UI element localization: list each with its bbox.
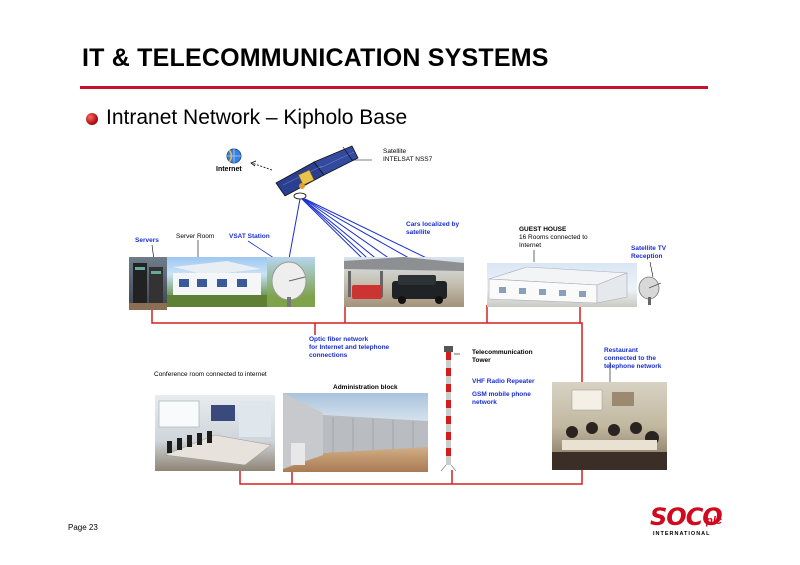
guesthouse-label-line2: 16 Rooms connected to: [519, 234, 588, 241]
logo-wordmark: SOCO: [650, 503, 723, 531]
vsat-station-photo: [267, 257, 315, 307]
satellite-model-label: INTELSAT NSS7: [383, 156, 433, 163]
administration-block-label: Administration block: [333, 384, 398, 391]
server-room-label: Server Room: [176, 233, 215, 240]
restaurant-photo: [552, 382, 667, 470]
servers-label: Servers: [135, 237, 159, 244]
guesthouse-photo: [487, 263, 637, 307]
satellite-label: Satellite: [383, 148, 407, 155]
page-title: IT & TELECOMMUNICATION SYSTEMS: [82, 44, 549, 72]
servers-photo: [129, 257, 167, 310]
internet-label: Internet: [216, 166, 242, 173]
fiber-label-line2: for Internet and telephone: [309, 344, 390, 351]
guesthouse-label-line1: GUEST HOUSE: [519, 226, 567, 233]
conference-room-label: Conference room connected to internet: [154, 371, 267, 378]
satellite-tv-label-line2: Reception: [631, 253, 663, 260]
server-room-photo: [167, 257, 267, 307]
logo-international: INTERNATIONAL: [653, 531, 711, 537]
cars-photo: [344, 257, 464, 307]
fiber-label-line1: Optic fiber network: [309, 336, 369, 343]
guesthouse-label-line3: Internet: [519, 242, 542, 249]
administration-block-photo: [283, 393, 428, 472]
restaurant-label-line2: connected to the: [604, 355, 657, 362]
vhf-repeater-label: VHF Radio Repeater: [472, 378, 535, 385]
internet-link-arrow: [250, 160, 273, 171]
bullet-icon: [86, 113, 98, 125]
satellite-tv-dish-photo: [637, 275, 665, 305]
cars-label-line1: Cars localized by: [406, 221, 460, 228]
title-underline: [80, 86, 708, 89]
soco-logo: SOCO plc INTERNATIONAL: [650, 503, 732, 539]
telecom-tower-label-line1: Telecommunication: [472, 349, 533, 356]
internet-globe-icon: [226, 148, 242, 164]
restaurant-label-line1: Restaurant: [604, 347, 638, 354]
telecom-tower-label-line2: Tower: [472, 357, 491, 364]
restaurant-label-line3: telephone network: [604, 363, 662, 370]
page-number: Page 23: [68, 523, 98, 532]
gsm-network-label-line2: network: [472, 399, 497, 406]
fiber-network-lines: [151, 305, 583, 485]
telecom-tower-icon: [440, 346, 457, 472]
conference-room-photo: [155, 395, 275, 471]
fiber-label-line3: connections: [309, 352, 348, 359]
page-subtitle: Intranet Network – Kipholo Base: [106, 106, 408, 129]
vsat-station-label: VSAT Station: [229, 233, 270, 240]
cars-label-line2: satellite: [406, 229, 431, 236]
logo-plc: plc: [706, 515, 722, 527]
satellite-tv-label-line1: Satellite TV: [631, 245, 667, 252]
gsm-network-label-line1: GSM mobile phone: [472, 391, 531, 398]
satellite-icon: [275, 145, 359, 200]
